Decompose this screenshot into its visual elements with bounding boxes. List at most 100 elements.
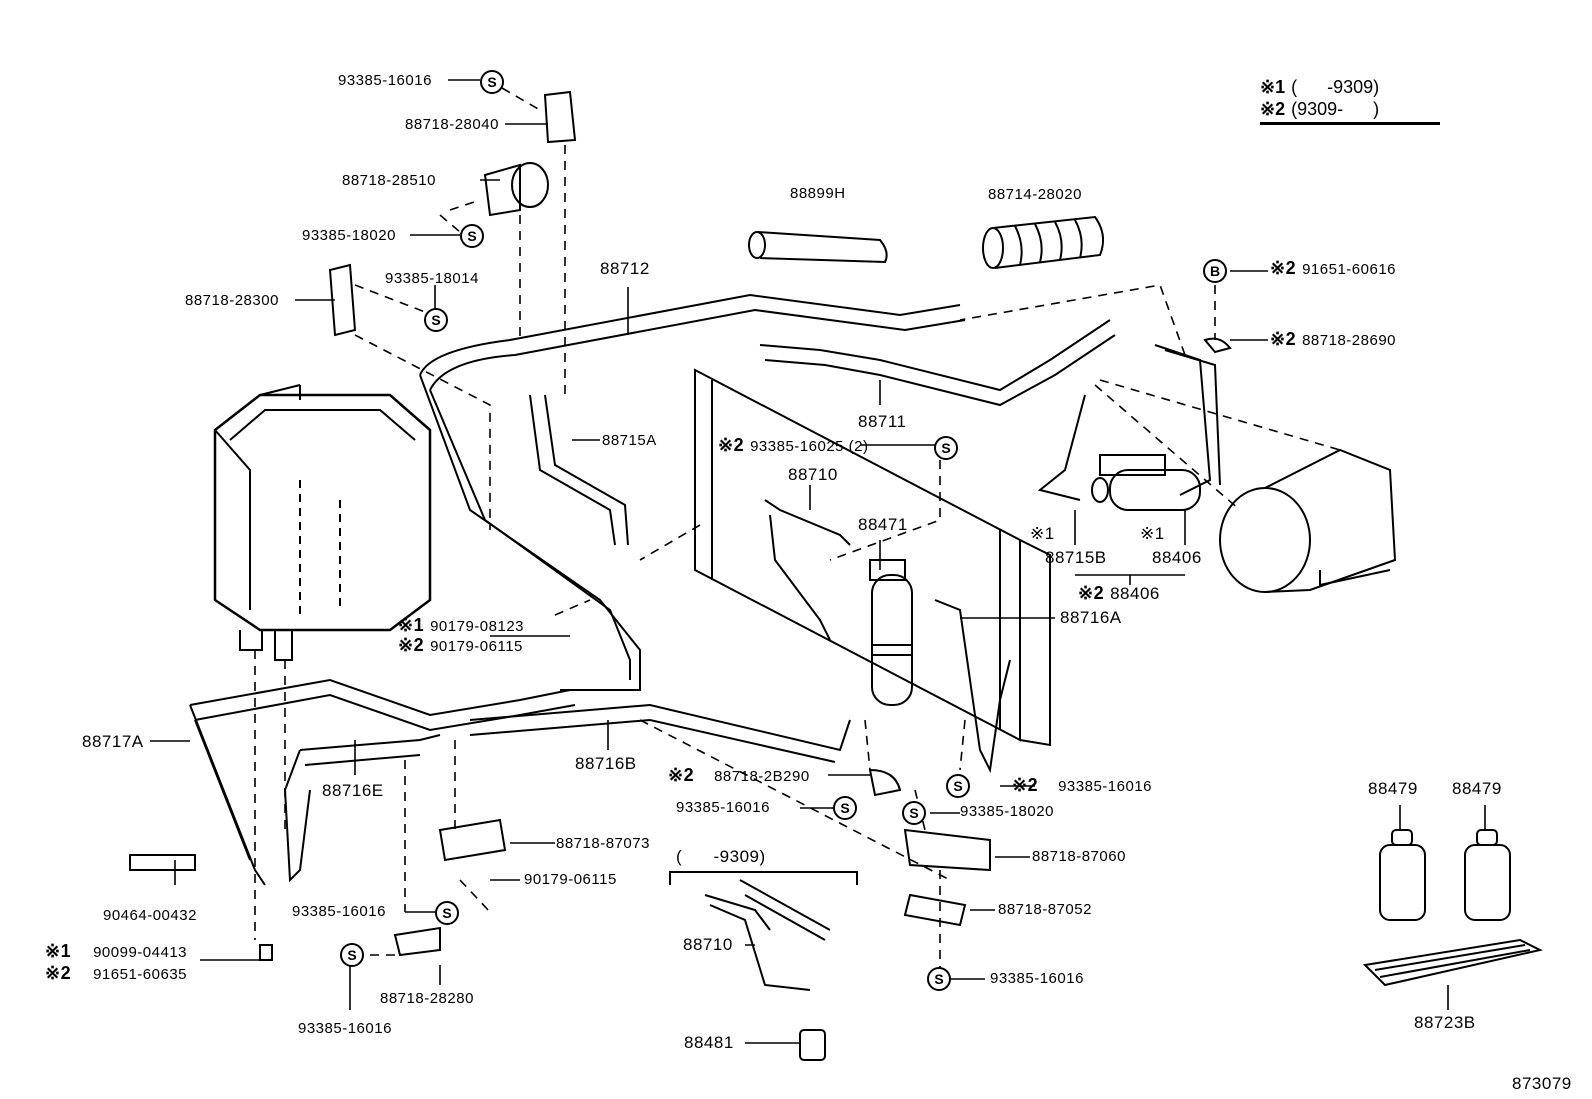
part-label: 88723B bbox=[1414, 1013, 1476, 1032]
inset-range: ( -9309) bbox=[676, 847, 766, 866]
variant-mark: ※2 bbox=[1078, 583, 1105, 603]
part-label: 88718-87073 bbox=[556, 835, 650, 852]
s-symbol-icon: S bbox=[435, 901, 459, 925]
hose-88899h bbox=[748, 231, 888, 264]
legend: ※1 ( -9309) ※2 (9309- ) bbox=[1260, 76, 1440, 125]
part-label: 88471 bbox=[858, 515, 908, 534]
pressure-switch bbox=[1091, 454, 1201, 511]
legend-mark-2: ※2 bbox=[1260, 99, 1286, 119]
legend-row-1: ※1 ( -9309) bbox=[1260, 76, 1440, 98]
leader-lines bbox=[150, 79, 1486, 1044]
part-label: 88718-28300 bbox=[185, 292, 279, 309]
part-label: 93385-18014 bbox=[385, 270, 479, 287]
part-label: 88718-28040 bbox=[405, 116, 499, 133]
part-label: ※2 88406 bbox=[1078, 583, 1160, 603]
s-symbol-icon: S bbox=[340, 943, 364, 967]
part-label: 88406 bbox=[1152, 548, 1202, 567]
part-label: 93385-16016 bbox=[990, 970, 1084, 987]
s-symbol-icon: S bbox=[946, 774, 970, 798]
part-label: 88715B bbox=[1045, 548, 1107, 567]
legend-range-1: ( -9309) bbox=[1291, 77, 1380, 97]
variant-mark: ※1 bbox=[398, 615, 425, 635]
clamps bbox=[129, 90, 1232, 961]
s-symbol-icon: S bbox=[927, 967, 951, 991]
part-label: ※2 93385-16016 bbox=[1012, 775, 1153, 795]
variant-mark: ※1 bbox=[1030, 524, 1055, 543]
part-label: 93385-18020 bbox=[960, 803, 1054, 820]
inset-bracket bbox=[669, 871, 858, 1061]
part-label: 88710 bbox=[788, 465, 838, 484]
s-symbol-icon: S bbox=[833, 796, 857, 820]
variant-mark: ※1 bbox=[1140, 524, 1165, 543]
part-label: 93385-16016 bbox=[292, 903, 386, 920]
b-symbol-icon: B bbox=[1203, 259, 1227, 283]
part-number: 90179-08123 bbox=[430, 618, 525, 635]
s-symbol-icon: S bbox=[460, 224, 484, 248]
part-label: ※2 88718-2B290 bbox=[668, 765, 810, 785]
part-number: 91651-60616 bbox=[1302, 261, 1397, 278]
figure-number: 873079 bbox=[1512, 1074, 1572, 1093]
part-number: 91651-60635 bbox=[93, 966, 188, 983]
part-label: 88479 bbox=[1368, 779, 1418, 798]
evaporator-unit bbox=[213, 384, 432, 661]
part-label: 88479 bbox=[1452, 779, 1502, 798]
variant-mark: ※2 bbox=[668, 765, 695, 785]
variant-mark: ※2 bbox=[1012, 775, 1039, 795]
part-number: 88406 bbox=[1110, 584, 1160, 603]
part-label: 88718-87060 bbox=[1032, 848, 1126, 865]
part-label: ※2 88718-28690 bbox=[1270, 329, 1397, 349]
part-label: ※2 93385-16025 (2) bbox=[718, 435, 869, 455]
variant-mark: ※1 bbox=[45, 941, 72, 961]
part-label: 88481 bbox=[684, 1033, 734, 1052]
part-number: 93385-16016 bbox=[1058, 778, 1153, 795]
compressor bbox=[1219, 448, 1397, 593]
part-label: ※2 91651-60616 bbox=[1270, 258, 1397, 278]
legend-mark-1: ※1 bbox=[1260, 77, 1286, 97]
part-label: 93385-18020 bbox=[302, 227, 396, 244]
part-label: 90464-00432 bbox=[103, 907, 197, 924]
part-label: 88717A bbox=[82, 732, 144, 751]
part-number: 90099-04413 bbox=[93, 944, 188, 961]
s-symbol-icon: S bbox=[934, 436, 958, 460]
variant-mark: ※2 bbox=[398, 635, 425, 655]
legend-range-2: (9309- ) bbox=[1291, 99, 1380, 119]
part-label: 88899H bbox=[790, 185, 846, 202]
variant-mark: ※2 bbox=[1270, 329, 1297, 349]
part-label: ※2 91651-60635 bbox=[45, 963, 188, 983]
part-label: ※1 90179-08123 bbox=[398, 615, 525, 635]
part-label: 88716E bbox=[322, 781, 384, 800]
legend-row-2: ※2 (9309- ) bbox=[1260, 98, 1440, 120]
part-label: 90179-06115 bbox=[524, 871, 617, 888]
s-symbol-icon: S bbox=[902, 801, 926, 825]
part-label: 88714-28020 bbox=[988, 186, 1082, 203]
part-label: 88710 bbox=[683, 935, 733, 954]
part-label: 88718-87052 bbox=[998, 901, 1092, 918]
part-label: 88718-28510 bbox=[342, 172, 436, 189]
hose-88714-28020 bbox=[982, 215, 1105, 269]
receiver-drier bbox=[869, 559, 913, 706]
s-symbol-icon: S bbox=[424, 308, 448, 332]
part-label: 93385-16016 bbox=[676, 799, 770, 816]
variant-mark: ※2 bbox=[718, 435, 745, 455]
part-label: ※1 90099-04413 bbox=[45, 941, 188, 961]
s-symbol-icon: S bbox=[480, 70, 504, 94]
pipes bbox=[189, 293, 1221, 886]
part-label: 93385-16016 bbox=[298, 1020, 392, 1037]
part-label: 88711 bbox=[858, 412, 907, 431]
variant-mark: ※2 bbox=[45, 963, 72, 983]
part-label: 88716A bbox=[1060, 608, 1122, 627]
part-label: 93385-16016 bbox=[338, 72, 432, 89]
part-number: 88718-28690 bbox=[1302, 332, 1397, 349]
part-label: 88718-28280 bbox=[380, 990, 474, 1007]
assembly-dashes bbox=[254, 87, 1341, 970]
part-label: 88715A bbox=[602, 432, 657, 449]
part-label: 88716B bbox=[575, 754, 637, 773]
refrigerant-oil-cans bbox=[1362, 829, 1543, 987]
part-label: ※2 90179-06115 bbox=[398, 635, 523, 655]
legend-underline bbox=[1260, 122, 1440, 125]
part-number: 90179-06115 bbox=[430, 638, 523, 655]
variant-mark: ※2 bbox=[1270, 258, 1297, 278]
part-number: 88718-2B290 bbox=[714, 768, 810, 785]
part-number: 93385-16025 (2) bbox=[750, 438, 869, 455]
